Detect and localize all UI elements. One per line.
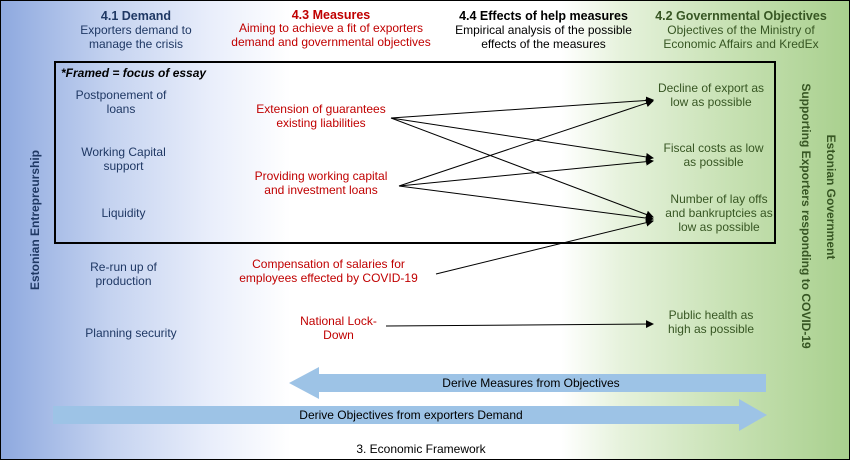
objective-item: Fiscal costs as low as possible [663, 141, 764, 169]
demand-header-sub: Exporters demand to manage the crisis [80, 23, 192, 51]
derive-objectives-arrow [53, 399, 767, 431]
demand-item: Re-run up of production [90, 260, 157, 288]
derive-objectives-label: Derive Objectives from exporters Demand [299, 408, 523, 422]
connector-line [390, 117, 654, 219]
measure-item: National Lock-Down [300, 314, 377, 342]
objectives-header-title: 4.2 Governmental Objectives [655, 9, 827, 23]
focus-frame [54, 61, 776, 244]
objective-item: Decline of export as low as possible [657, 81, 765, 109]
connector-line [390, 117, 654, 161]
figure-caption: 3. Economic Framework [356, 442, 486, 456]
connector-line [398, 185, 654, 223]
connector-line [435, 218, 654, 275]
measures-header-title: 4.3 Measures [291, 8, 371, 22]
demand-item: Planning security [85, 326, 177, 340]
derive-measures-arrow [289, 367, 766, 399]
connector-line [390, 96, 654, 119]
demand-header-title: 4.1 Demand [100, 9, 172, 23]
connector-line [385, 320, 654, 329]
demand-item: Postponement of loans [75, 88, 167, 116]
focus-note: *Framed = focus of essay [61, 66, 207, 80]
demand-item: Working Capital support [81, 145, 166, 173]
measure-item: Extension of guarantees existing liabili… [256, 102, 386, 130]
demand-item: Liquidity [101, 206, 146, 220]
effects-header-title: 4.4 Effects of help measures [459, 9, 628, 23]
connector-line [398, 157, 654, 187]
objectives-header-sub: Objectives of the Ministry of Economic A… [663, 23, 819, 51]
connector-line [398, 99, 654, 187]
objective-item: Public health as high as possible [667, 308, 755, 336]
measures-header-sub: Aiming to achieve a fit of exporters dem… [231, 21, 431, 49]
derive-measures-label: Derive Measures from Objectives [442, 376, 620, 390]
objective-item: Number of lay offs and bankruptcies as l… [665, 192, 773, 234]
measure-item: Compensation of salaries for employees e… [239, 257, 418, 285]
effects-header-sub: Empirical analysis of the possible effec… [455, 23, 632, 51]
measure-item: Providing working capital and investment… [254, 169, 388, 197]
